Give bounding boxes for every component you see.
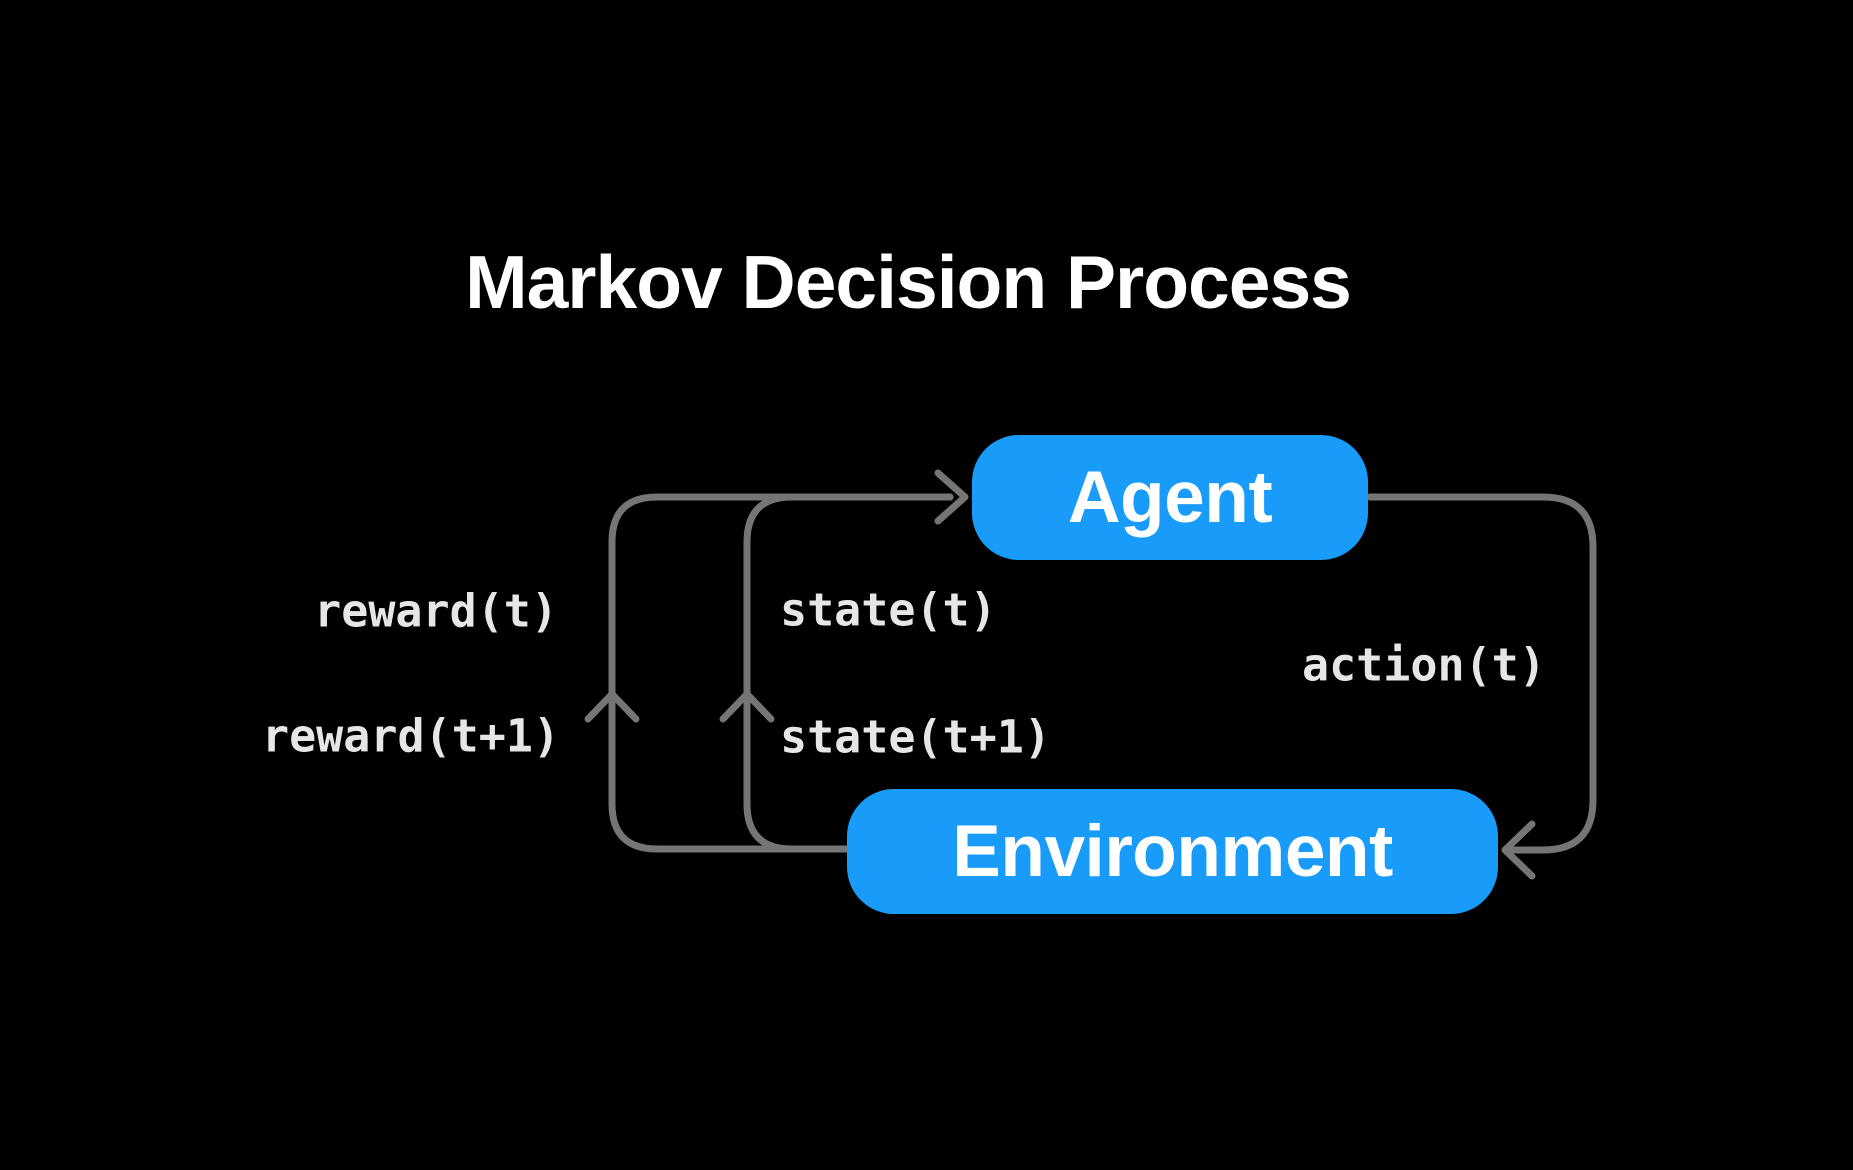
reward-t-label: reward(t) xyxy=(314,584,558,638)
state-t1-label: state(t+1) xyxy=(780,710,1051,764)
arrowhead-into-environment-icon xyxy=(1501,820,1536,880)
action-t-label: action(t) xyxy=(1302,638,1546,692)
diagram-title: Markov Decision Process xyxy=(465,240,1352,324)
environment-node-label: Environment xyxy=(952,811,1393,892)
arrowhead-into-agent-icon xyxy=(934,469,969,525)
arrowhead-up-state-icon xyxy=(719,690,775,723)
agent-node-label: Agent xyxy=(1067,457,1273,538)
reward-t1-label: reward(t+1) xyxy=(261,709,560,763)
reward-loop-line xyxy=(608,493,954,853)
agent-node: Agent xyxy=(972,435,1368,560)
environment-node: Environment xyxy=(847,789,1498,914)
action-loop-line xyxy=(1366,493,1597,854)
state-loop-line xyxy=(743,493,954,853)
state-t-label: state(t) xyxy=(780,583,997,637)
arrowhead-up-reward-icon xyxy=(584,690,640,723)
